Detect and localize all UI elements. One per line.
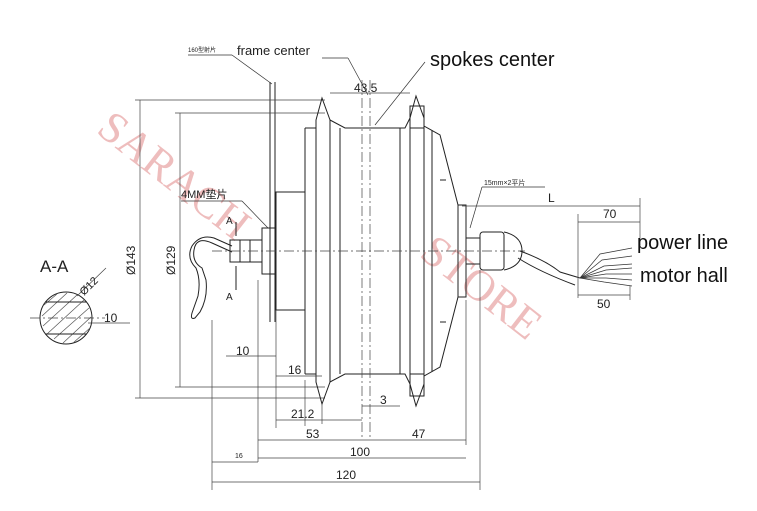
dim-53: 53 bbox=[306, 427, 320, 441]
watermark-line2: STORE bbox=[412, 225, 551, 349]
dim-43-5: 43.5 bbox=[354, 81, 378, 95]
section-title: A-A bbox=[40, 257, 69, 276]
dim-16a: 16 bbox=[288, 363, 302, 377]
washer-callout: 4MM垫片 A A bbox=[181, 187, 269, 303]
section-a-a: A-A Ø12 10 bbox=[30, 257, 130, 345]
washer-label: 4MM垫片 bbox=[181, 187, 227, 201]
watermark-line1: SARACH bbox=[89, 101, 260, 250]
dim-10: 10 bbox=[236, 344, 250, 358]
motor-body bbox=[189, 80, 525, 440]
diameter-dimensions: Ø143 Ø129 bbox=[124, 99, 325, 399]
dim-d143: Ø143 bbox=[124, 245, 138, 275]
frame-center-label: frame center bbox=[237, 43, 311, 58]
section-flat-label: 10 bbox=[104, 311, 118, 325]
spokes-center-label: spokes center bbox=[430, 49, 555, 71]
cable-note-label: 15mm×2平片 bbox=[484, 178, 525, 187]
gland-nut bbox=[503, 231, 523, 271]
watermark: SARACH STORE bbox=[89, 101, 551, 349]
cable-wires bbox=[579, 247, 633, 287]
cut-marker-upper: A bbox=[226, 216, 233, 227]
top-callouts: 160型射片 frame center spokes center 43.5 bbox=[188, 43, 555, 126]
dim-16b: 16 bbox=[235, 453, 243, 460]
power-line-label: power line bbox=[637, 232, 728, 254]
cable-assembly: 15mm×2平片 bbox=[469, 178, 633, 287]
cut-marker-lower: A bbox=[226, 292, 233, 303]
dim-3: 3 bbox=[380, 393, 387, 407]
bottom-dimensions: 10 16 3 21.2 53 47 100 16 120 bbox=[211, 270, 481, 490]
dim-21-2: 21.2 bbox=[291, 407, 315, 421]
chinese-top-label: 160型射片 bbox=[188, 46, 216, 54]
dim-120: 120 bbox=[336, 468, 356, 482]
dim-cable-50: 50 bbox=[597, 297, 611, 311]
frame-lines bbox=[269, 82, 276, 322]
dim-cable-70: 70 bbox=[603, 207, 617, 221]
cable-dimensions: L 70 50 power line motor hall bbox=[462, 191, 728, 311]
section-diameter-label: Ø12 bbox=[78, 275, 101, 298]
dim-100: 100 bbox=[350, 445, 370, 459]
cable-gland bbox=[479, 231, 505, 271]
motor-hall-label: motor hall bbox=[640, 265, 728, 287]
dim-47: 47 bbox=[412, 427, 426, 441]
quick-release-lever bbox=[189, 236, 233, 319]
dim-d129: Ø129 bbox=[164, 245, 178, 275]
dim-cable-L: L bbox=[548, 191, 555, 205]
